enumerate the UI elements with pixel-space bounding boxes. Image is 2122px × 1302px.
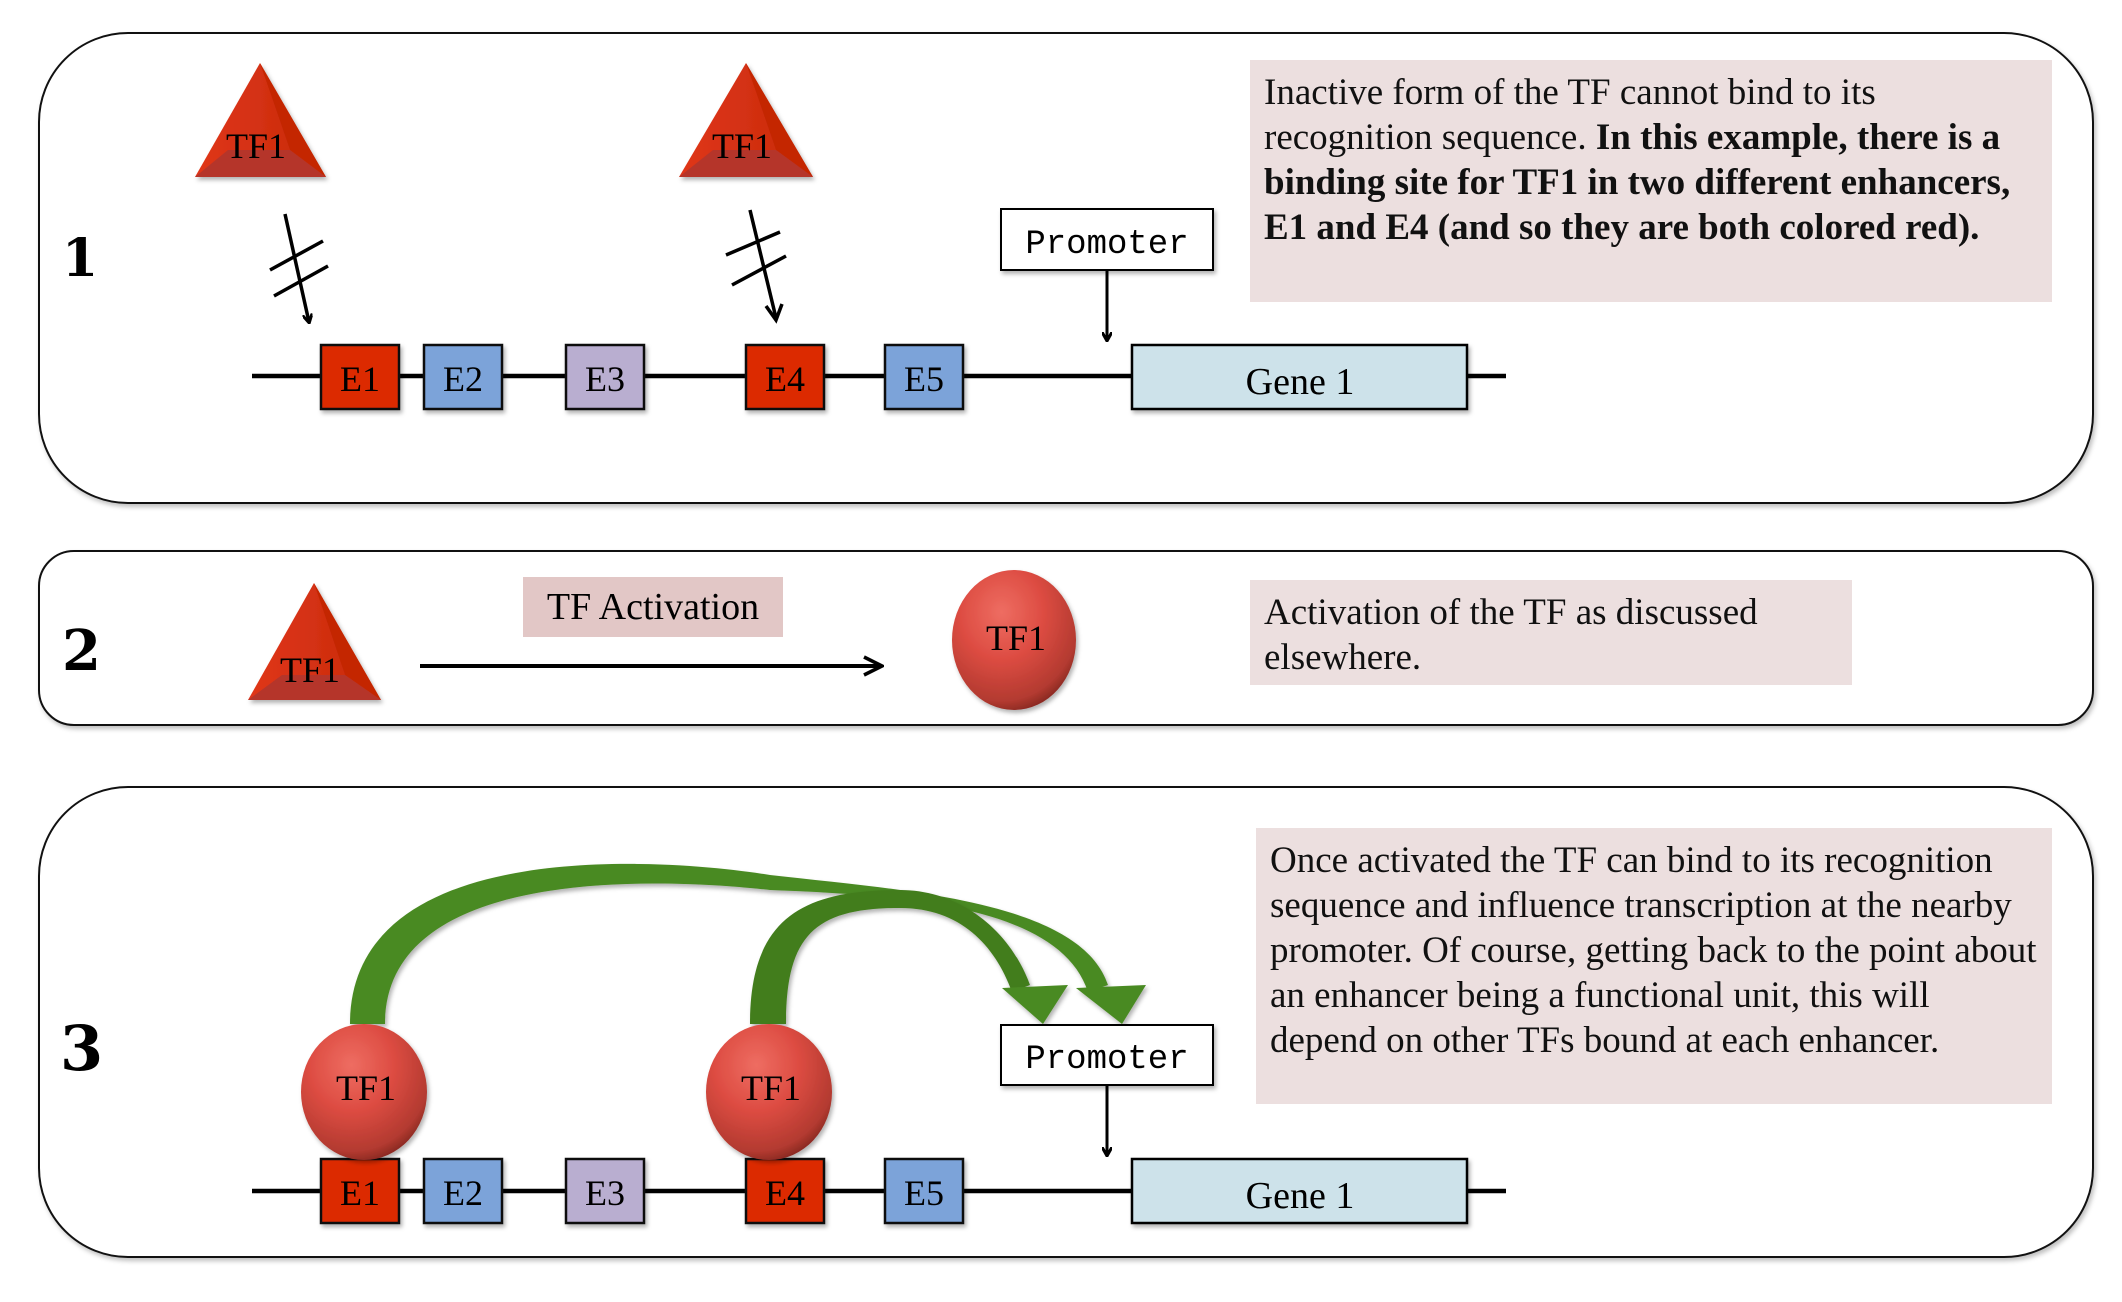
enhancer-box bbox=[883, 343, 965, 411]
step-2-note: Activation of the TF as discussed elsewh… bbox=[1250, 580, 1852, 685]
enhancer-box bbox=[564, 1157, 646, 1225]
step-1-note: Inactive form of the TF cannot bind to i… bbox=[1250, 60, 2052, 302]
blocked-binding-arrow bbox=[269, 213, 329, 322]
step-1-note-bold: In this example, there is a binding site… bbox=[1264, 117, 2011, 248]
enhancer-e1: E1 bbox=[319, 1157, 401, 1225]
tf1-label: TF1 bbox=[712, 126, 772, 166]
tf1-label: TF1 bbox=[986, 618, 1046, 658]
tf1-label: TF1 bbox=[741, 1068, 801, 1108]
enhancer-label: E3 bbox=[585, 359, 625, 399]
promoter-label: Promoter bbox=[1025, 226, 1188, 264]
tf1-active-ellipse: TF1 bbox=[952, 570, 1076, 710]
enhancer-label: E5 bbox=[904, 1173, 944, 1213]
gene-box: Gene 1 bbox=[1130, 343, 1469, 411]
step-3-note: Once activated the TF can bind to its re… bbox=[1256, 828, 2052, 1104]
step-number-2: 2 bbox=[62, 618, 101, 684]
enhancer-e3: E3 bbox=[564, 1157, 646, 1225]
enhancer-box bbox=[422, 343, 504, 411]
enhancer-label: E4 bbox=[765, 359, 805, 399]
enhancer-box bbox=[319, 343, 401, 411]
tf1-bound-ellipse: TF1 bbox=[706, 1024, 832, 1160]
regulation-arrow bbox=[750, 890, 1068, 1024]
enhancer-label: E2 bbox=[443, 359, 483, 399]
enhancer-box bbox=[744, 343, 826, 411]
promoter-box: Promoter bbox=[1000, 208, 1214, 271]
enhancer-label: E1 bbox=[340, 359, 380, 399]
promoter-box: Promoter bbox=[1000, 1024, 1214, 1086]
tf1-label: TF1 bbox=[336, 1068, 396, 1108]
enhancer-e3: E3 bbox=[564, 343, 646, 411]
enhancer-e1: E1 bbox=[319, 343, 401, 411]
enhancer-e2: E2 bbox=[422, 1157, 504, 1225]
tf1-bound-ellipse: TF1 bbox=[301, 1024, 427, 1160]
gene-label: Gene 1 bbox=[1246, 1175, 1355, 1217]
gene-box: Gene 1 bbox=[1130, 1157, 1469, 1225]
tf-activation-label: TF Activation bbox=[523, 577, 783, 637]
enhancer-box bbox=[564, 343, 646, 411]
promoter-label: Promoter bbox=[1025, 1041, 1188, 1079]
enhancer-box bbox=[883, 1157, 965, 1225]
tf1-inactive-triangle: TF1 bbox=[248, 583, 381, 700]
step-number-3: 3 bbox=[60, 1012, 104, 1085]
enhancer-e5: E5 bbox=[883, 343, 965, 411]
blocked-binding-arrow bbox=[725, 209, 787, 324]
enhancer-box bbox=[744, 1157, 826, 1225]
enhancer-label: E5 bbox=[904, 359, 944, 399]
enhancer-box bbox=[422, 1157, 504, 1225]
tf1-label: TF1 bbox=[226, 126, 286, 166]
enhancer-label: E4 bbox=[765, 1173, 805, 1213]
enhancer-e4: E4 bbox=[744, 343, 826, 411]
enhancer-label: E3 bbox=[585, 1173, 625, 1213]
step-number-1: 1 bbox=[62, 228, 99, 289]
tf1-label: TF1 bbox=[280, 650, 340, 690]
enhancer-label: E1 bbox=[340, 1173, 380, 1213]
enhancer-row: E1 E2 E3 E4 E5 bbox=[319, 1157, 965, 1225]
enhancer-box bbox=[319, 1157, 401, 1225]
enhancer-row: E1 E2 E3 E4 E5 bbox=[319, 343, 965, 411]
step-1-note-plain: Inactive form of the TF cannot bind to i… bbox=[1264, 72, 1876, 158]
gene-label: Gene 1 bbox=[1246, 361, 1355, 403]
regulation-arrow bbox=[350, 863, 1146, 1024]
enhancer-e5: E5 bbox=[883, 1157, 965, 1225]
enhancer-e2: E2 bbox=[422, 343, 504, 411]
enhancer-label: E2 bbox=[443, 1173, 483, 1213]
tf1-inactive-triangle: TF1 bbox=[195, 63, 326, 177]
enhancer-e4: E4 bbox=[744, 1157, 826, 1225]
tf1-inactive-triangle: TF1 bbox=[679, 63, 813, 177]
